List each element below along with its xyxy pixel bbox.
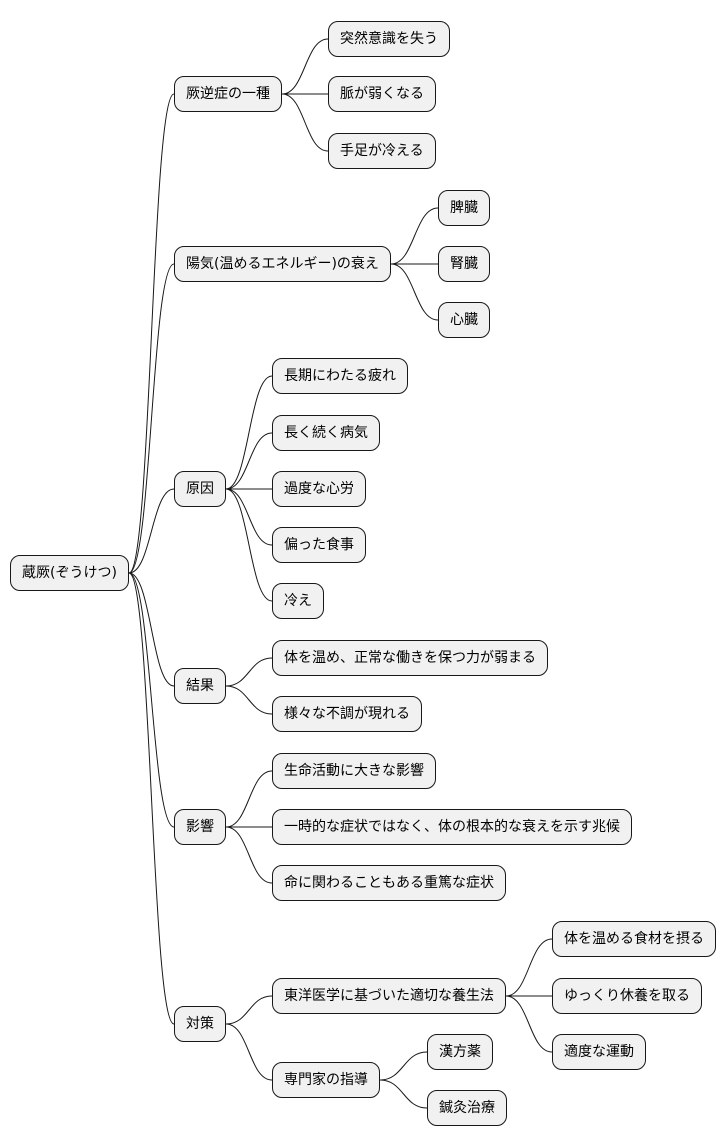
node-countermeasure: 対策 — [174, 1006, 226, 1042]
node-various-ailments: 様々な不調が現れる — [272, 696, 422, 732]
connector-line — [128, 263, 175, 574]
connector-line — [225, 1023, 273, 1081]
node-weak-pulse: 脈が弱くなる — [328, 76, 436, 112]
connector-line — [225, 995, 273, 1025]
connector-line — [225, 685, 273, 715]
node-yoki: 陽気(温めるエネルギー)の衰え — [174, 246, 391, 282]
node-jueni-sho: 厥逆症の一種 — [174, 76, 282, 112]
node-regimen: 東洋医学に基づいた適切な養生法 — [272, 978, 506, 1014]
node-moderate-exercise: 適度な運動 — [552, 1034, 646, 1070]
node-heart: 心臓 — [438, 302, 490, 338]
node-spleen: 脾臓 — [438, 190, 490, 226]
connector-line — [225, 770, 273, 828]
node-result: 結果 — [174, 668, 226, 704]
connector-line — [390, 207, 439, 265]
node-long-fatigue: 長期にわたる疲れ — [272, 358, 408, 394]
node-cold-limbs: 手足が冷える — [328, 133, 436, 169]
connector-line — [281, 38, 329, 95]
connector-line — [225, 375, 273, 490]
connector-line — [128, 572, 175, 828]
node-long-illness: 長く続く病気 — [272, 415, 380, 451]
node-life-impact: 生命活動に大きな影響 — [272, 753, 436, 789]
node-warming-food: 体を温める食材を摂る — [552, 921, 716, 957]
connector-line — [225, 657, 273, 687]
node-rest: ゆっくり休養を取る — [552, 978, 702, 1014]
node-impact: 影響 — [174, 809, 226, 845]
connector-line — [225, 826, 273, 884]
node-unbalanced-diet: 偏った食事 — [272, 527, 366, 563]
node-kampo: 漢方薬 — [427, 1034, 493, 1070]
connector-line — [225, 488, 273, 602]
connector-line — [505, 995, 553, 1053]
connector-line — [225, 488, 273, 546]
node-acupuncture: 鍼灸治療 — [427, 1090, 507, 1126]
node-fundamental-decline: 一時的な症状ではなく、体の根本的な衰えを示す兆候 — [272, 809, 632, 845]
node-weakened-warming: 体を温め、正常な働きを保つ力が弱まる — [272, 640, 548, 676]
connector-line — [128, 488, 175, 574]
connector-line — [390, 263, 439, 321]
connector-line — [281, 93, 329, 152]
connector-line — [128, 572, 175, 1025]
node-life-threatening: 命に関わることもある重篤な症状 — [272, 865, 506, 901]
connector-line — [128, 572, 175, 687]
node-cause: 原因 — [174, 471, 226, 507]
node-kidney: 腎臓 — [438, 246, 490, 282]
node-root: 蔵厥(ぞうけつ) — [10, 555, 129, 591]
connector-line — [379, 1051, 428, 1081]
connector-line — [379, 1079, 428, 1109]
node-coldness: 冷え — [272, 583, 324, 619]
node-excessive-worry: 過度な心労 — [272, 471, 366, 507]
node-expert-guidance: 専門家の指導 — [272, 1062, 380, 1098]
connector-line — [128, 93, 175, 574]
node-lose-consciousness: 突然意識を失う — [328, 21, 450, 57]
connector-line — [505, 938, 553, 997]
connector-line — [225, 432, 273, 490]
